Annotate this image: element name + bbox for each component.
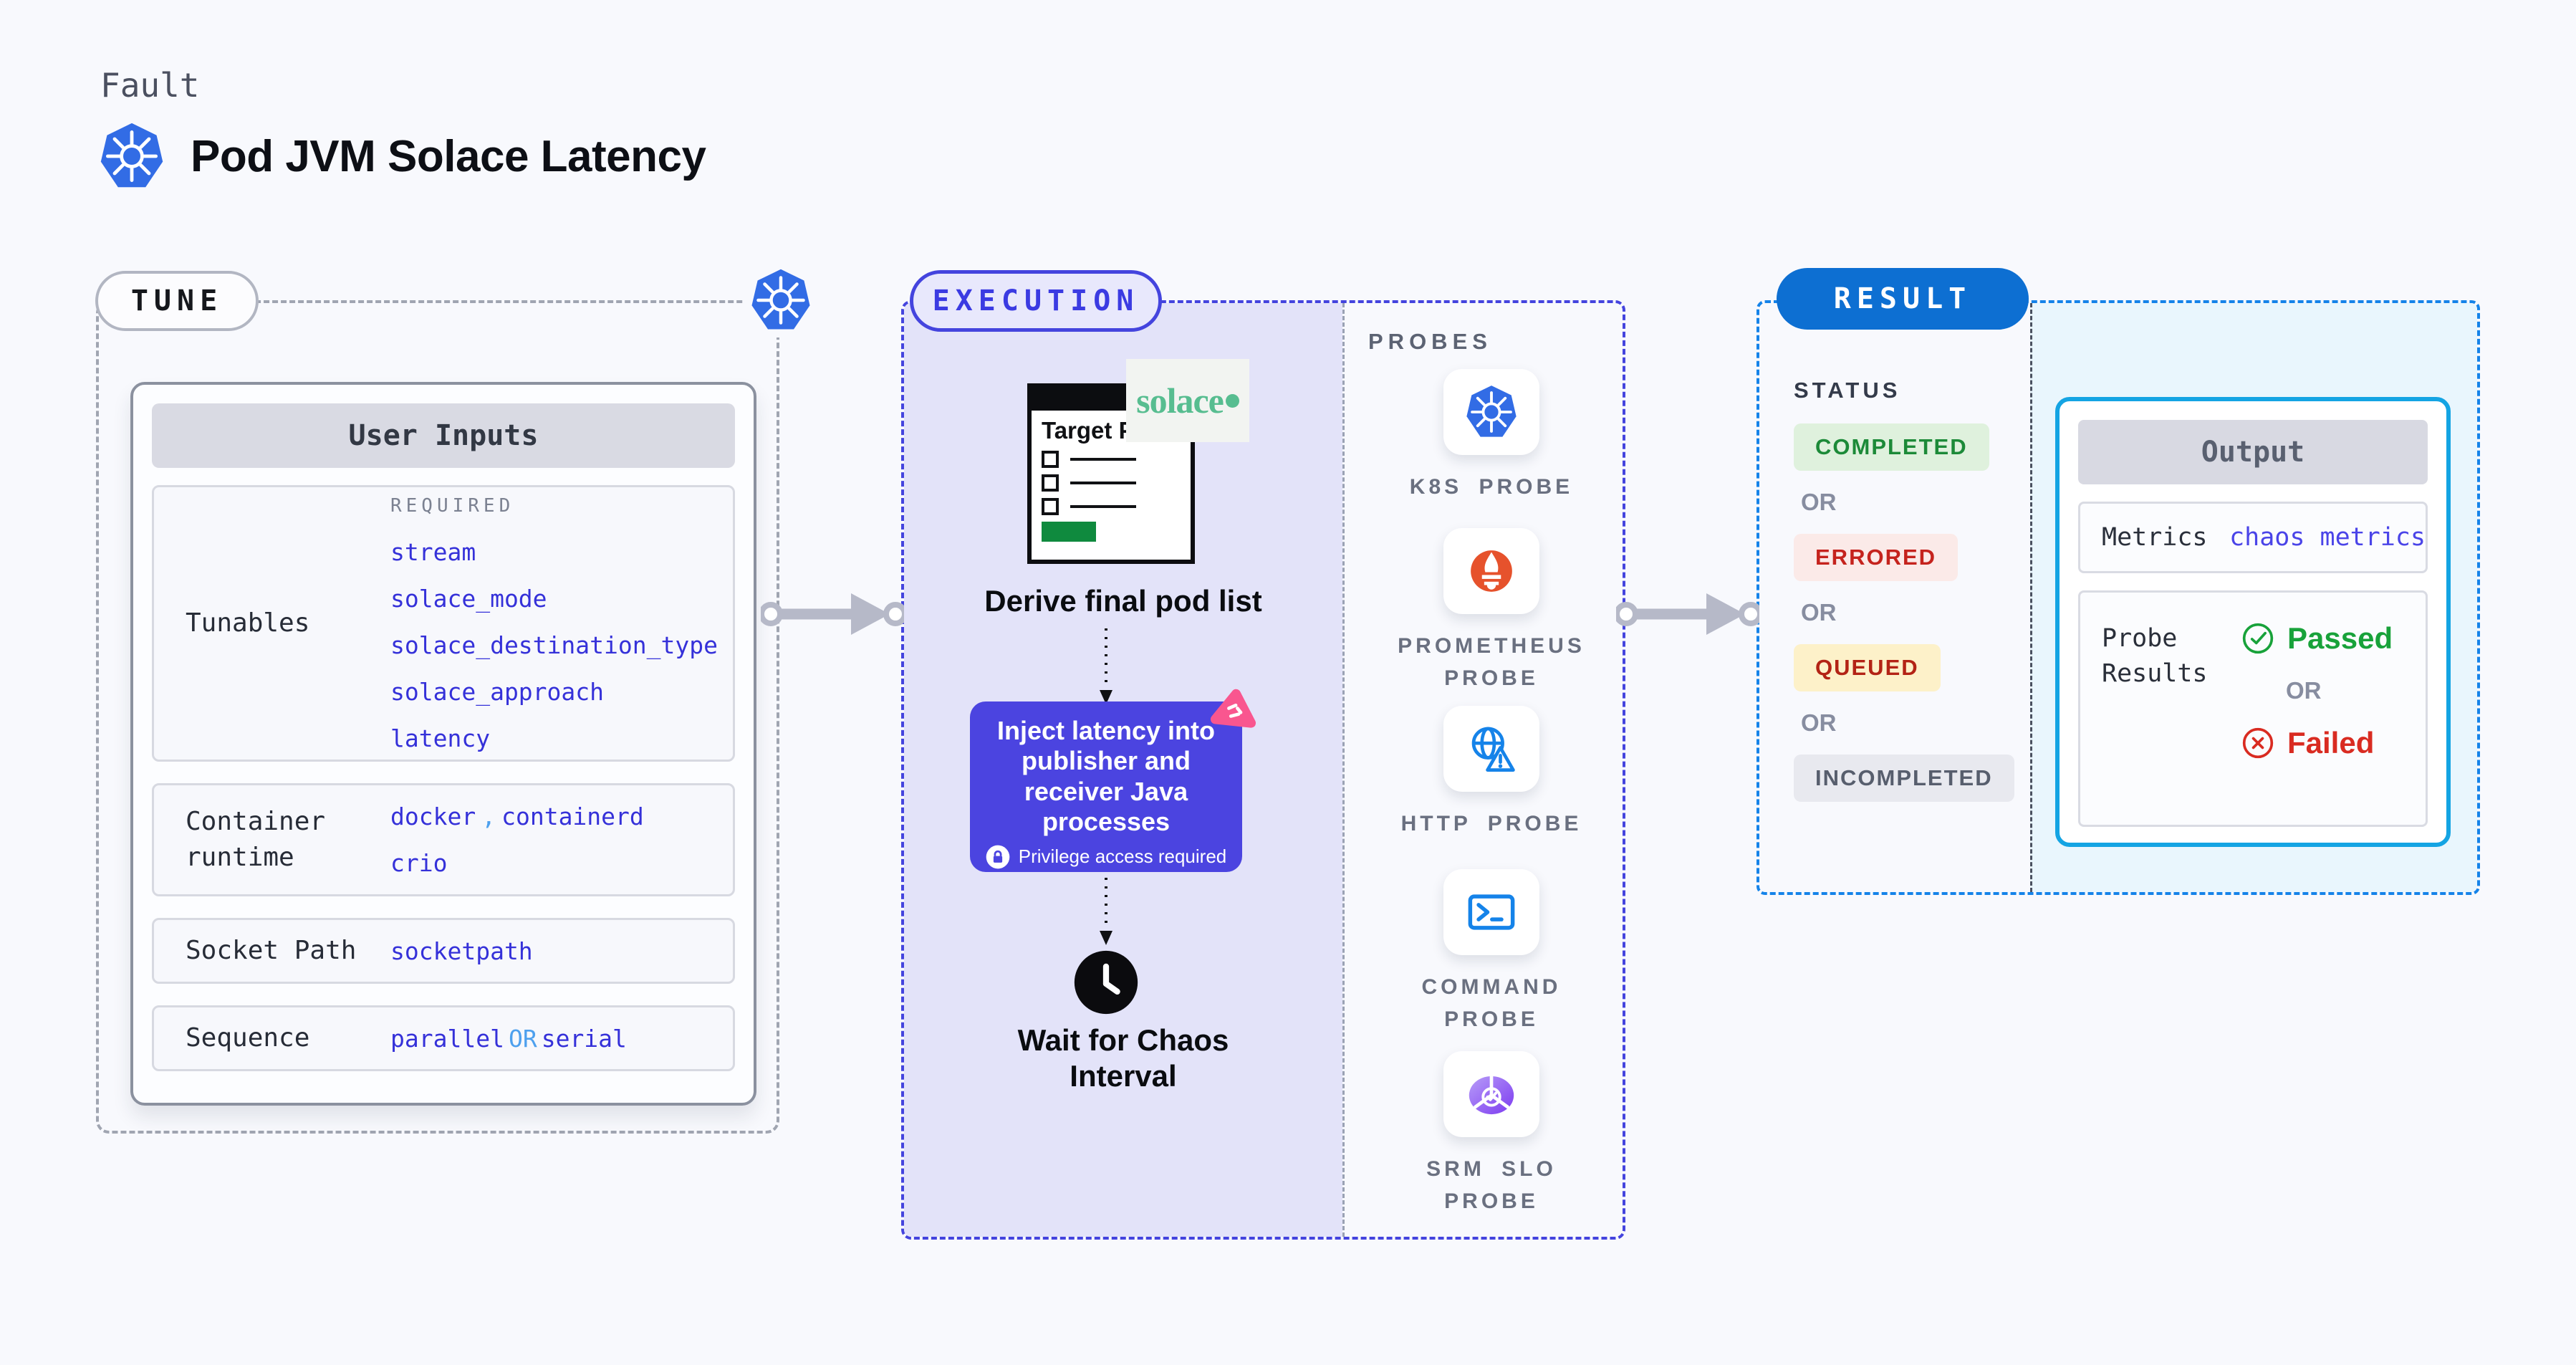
output-card: Output Metrics chaos metrics Probe Resul… — [2055, 397, 2451, 847]
chaos-fault-icon — [1208, 685, 1261, 737]
green-button-shape — [1042, 522, 1096, 542]
metrics-row: Metrics chaos metrics — [2078, 502, 2428, 573]
probe-label: PROMETHEUS PROBE — [1398, 634, 1585, 690]
or-separator: OR — [2286, 677, 2322, 704]
tune-section: User Inputs Tunables REQUIRED stream sol… — [96, 300, 779, 1134]
container-runtime-row: Container runtime docker,containerd crio — [152, 783, 735, 896]
socket-path-value: socketpath — [390, 937, 533, 965]
kubernetes-icon — [745, 263, 817, 337]
or-separator: OR — [1801, 709, 1837, 736]
inject-step-label: Inject latency into publisher and receiv… — [996, 716, 1216, 837]
probe-results-row: Probe Results Passed OR Failed — [2078, 590, 2428, 827]
dotted-arrow-icon — [1100, 878, 1112, 945]
runtime-value: docker — [390, 803, 476, 830]
sequence-value: serial — [541, 1024, 627, 1053]
probe-results-label: Probe Results — [2102, 624, 2208, 688]
status-heading: STATUS — [1794, 378, 1901, 403]
prometheus-probe-icon — [1443, 528, 1539, 614]
sequence-label: Sequence — [186, 1023, 310, 1053]
user-inputs-card: User Inputs Tunables REQUIRED stream sol… — [130, 382, 756, 1106]
result-divider — [2030, 303, 2032, 892]
page-header: Pod JVM Solace Latency — [97, 120, 706, 192]
metrics-label: Metrics — [2102, 522, 2208, 552]
probes-heading: PROBES — [1368, 329, 1492, 354]
probe-label: HTTP PROBE — [1400, 812, 1582, 835]
container-runtime-label: Container runtime — [186, 807, 326, 872]
solace-dot-icon — [1225, 393, 1239, 408]
runtime-value: containerd — [501, 803, 644, 830]
or-separator: OR — [1801, 489, 1837, 515]
execution-badge: EXECUTION — [910, 270, 1162, 332]
inject-latency-step: Inject latency into publisher and receiv… — [970, 701, 1242, 872]
probe-label: COMMAND PROBE — [1421, 975, 1562, 1031]
kubernetes-probe-icon — [1443, 369, 1539, 455]
probe-item-command: COMMAND PROBE — [1387, 869, 1596, 1035]
runtime-separator: , — [481, 803, 496, 830]
status-badge-errored: ERRORED — [1794, 534, 1959, 581]
command-probe-icon — [1443, 869, 1539, 955]
check-circle-icon — [2241, 622, 2274, 655]
result-badge: RESULT — [1777, 268, 2029, 330]
probe-label: SRM SLO PROBE — [1426, 1157, 1557, 1213]
kubernetes-icon — [97, 120, 166, 192]
srm-slo-probe-icon — [1443, 1051, 1539, 1137]
status-badge-incompleted: INCOMPLETED — [1794, 755, 2014, 802]
flow-arrow — [1616, 593, 1759, 635]
failed-label: Failed — [2287, 726, 2375, 760]
http-probe-icon — [1443, 706, 1539, 792]
tunable-value: latency — [390, 724, 491, 752]
tunables-row: Tunables REQUIRED stream solace_mode sol… — [152, 485, 735, 762]
checkbox-icon — [1042, 451, 1059, 469]
status-column: STATUS COMPLETED OR ERRORED OR QUEUED OR… — [1759, 303, 2030, 892]
flow-arrow — [761, 593, 904, 635]
tune-badge: TUNE — [95, 271, 259, 331]
probe-item-http: HTTP PROBE — [1387, 706, 1596, 840]
wait-chaos-interval-label: Wait for Chaos Interval — [1017, 1023, 1229, 1093]
sequence-value: parallel — [390, 1024, 504, 1053]
user-inputs-header: User Inputs — [152, 403, 735, 468]
checkbox-icon — [1042, 498, 1059, 516]
probe-item-prometheus: PROMETHEUS PROBE — [1387, 528, 1596, 694]
status-badge-completed: COMPLETED — [1794, 423, 1989, 471]
tunable-value: solace_approach — [390, 677, 605, 706]
result-section: STATUS COMPLETED OR ERRORED OR QUEUED OR… — [1756, 300, 2480, 895]
execution-section: Target Pods solace Derive final pod list — [901, 300, 1625, 1240]
probe-label: K8S PROBE — [1409, 475, 1574, 499]
probe-item-k8s: K8S PROBE — [1387, 369, 1596, 503]
tunables-label: Tunables — [186, 608, 310, 638]
socket-path-label: Socket Path — [186, 936, 357, 966]
checkbox-icon — [1042, 474, 1059, 492]
fault-eyebrow: Fault — [100, 66, 200, 105]
socket-path-row: Socket Path socketpath — [152, 918, 735, 984]
dotted-arrow-icon — [1100, 628, 1112, 704]
clock-icon — [1073, 949, 1139, 1015]
sequence-or: OR — [508, 1024, 537, 1053]
status-badge-queued: QUEUED — [1794, 644, 1941, 691]
probe-item-srm-slo: SRM SLO PROBE — [1387, 1051, 1596, 1217]
or-separator: OR — [1801, 599, 1837, 626]
solace-logo: solace — [1126, 359, 1249, 442]
pod-checklist — [1042, 451, 1181, 516]
privilege-note: Privilege access required — [1018, 846, 1227, 868]
target-pods-window: Target Pods — [1027, 383, 1195, 564]
probes-divider — [1342, 303, 1345, 1237]
lock-icon — [986, 845, 1010, 869]
tunable-value: solace_destination_type — [390, 631, 718, 659]
output-header: Output — [2078, 420, 2428, 484]
tunable-value: solace_mode — [390, 584, 547, 613]
x-circle-icon — [2241, 727, 2274, 760]
tunable-value: stream — [390, 537, 476, 566]
required-label: REQUIRED — [390, 494, 515, 517]
metrics-value: chaos metrics — [2229, 523, 2426, 552]
page-title: Pod JVM Solace Latency — [191, 131, 706, 181]
runtime-value: crio — [390, 849, 448, 877]
passed-label: Passed — [2287, 621, 2393, 655]
derive-pod-list-label: Derive final pod list — [984, 584, 1262, 618]
